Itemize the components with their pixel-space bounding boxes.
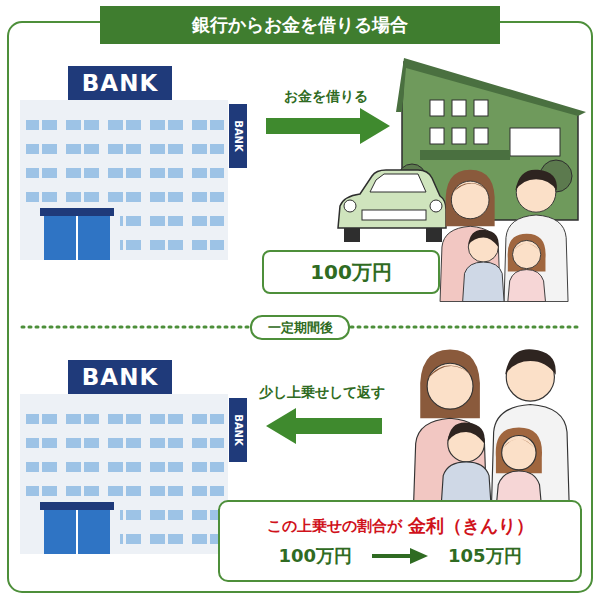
bank-side-sign: BANK bbox=[229, 104, 247, 168]
node-text: BANK bbox=[82, 364, 158, 390]
interest-box: この上乗せの割合が金利（きんり） 100万円 105万円 bbox=[218, 500, 582, 582]
node-text: 100万円 bbox=[310, 259, 392, 286]
note-text: この上乗せの割合が bbox=[267, 517, 402, 536]
period-pill: 一定期間後 bbox=[250, 315, 350, 340]
bank-sign: BANK bbox=[68, 360, 172, 394]
bank-side-sign: BANK bbox=[229, 398, 247, 462]
node-text: BANK bbox=[233, 120, 244, 151]
arrow-symbol bbox=[370, 546, 430, 566]
node-text: 一定期間後 bbox=[268, 319, 333, 337]
title-band: 銀行からお金を借りる場合 bbox=[100, 6, 500, 44]
arrow-label: お金を借りる bbox=[284, 88, 368, 106]
text-row: 100万円 105万円 bbox=[278, 544, 521, 568]
node-text: BANK bbox=[233, 414, 244, 445]
arrow-label: 少し上乗せして返す bbox=[259, 384, 385, 402]
bank-sign: BANK bbox=[68, 66, 172, 100]
keyword-text: 金利（きんり） bbox=[408, 514, 534, 538]
amount-text: 105万円 bbox=[448, 544, 522, 568]
amount-box: 100万円 bbox=[262, 250, 440, 294]
amount-text: 100万円 bbox=[278, 544, 352, 568]
text-row: この上乗せの割合が金利（きんり） bbox=[267, 514, 534, 538]
node-text: BANK bbox=[82, 70, 158, 96]
